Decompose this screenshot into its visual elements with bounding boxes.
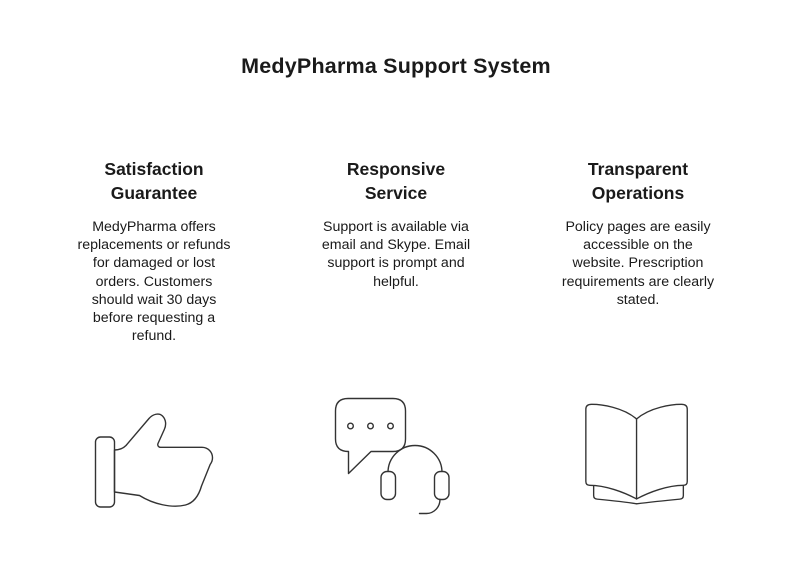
column-title-line2: Operations bbox=[591, 183, 685, 203]
column-title-line2: Service bbox=[364, 183, 428, 203]
open-book-icon bbox=[584, 403, 688, 505]
icon-cell-responsive bbox=[275, 388, 517, 530]
page-title: MedyPharma Support System bbox=[241, 54, 551, 78]
column-title-line2: Guarantee bbox=[110, 183, 198, 203]
column-description: MedyPharma offers replacements or refund… bbox=[77, 219, 231, 345]
column-title: Transparent Operations bbox=[517, 157, 759, 205]
feature-column-transparent-operations: Transparent Operations Policy pages are … bbox=[517, 157, 759, 345]
feature-column-responsive-service: Responsive Service Support is available … bbox=[275, 157, 517, 345]
icons-row bbox=[33, 388, 759, 530]
feature-column-satisfaction-guarantee: Satisfaction Guarantee MedyPharma offers… bbox=[33, 157, 275, 345]
column-description: Policy pages are easily accessible on th… bbox=[561, 219, 715, 308]
column-description: Support is available via email and Skype… bbox=[321, 219, 471, 290]
icon-cell-transparent bbox=[517, 388, 759, 530]
column-title: Responsive Service bbox=[275, 157, 517, 205]
column-title-line1: Transparent bbox=[587, 159, 689, 179]
column-title-line1: Responsive bbox=[346, 159, 446, 179]
features-row: Satisfaction Guarantee MedyPharma offers… bbox=[33, 157, 759, 345]
icon-cell-satisfaction bbox=[33, 388, 275, 530]
thumbs-up-icon bbox=[94, 413, 214, 508]
column-title: Satisfaction Guarantee bbox=[33, 157, 275, 205]
column-title-line1: Satisfaction bbox=[104, 159, 204, 179]
chat-headset-icon bbox=[334, 397, 450, 515]
